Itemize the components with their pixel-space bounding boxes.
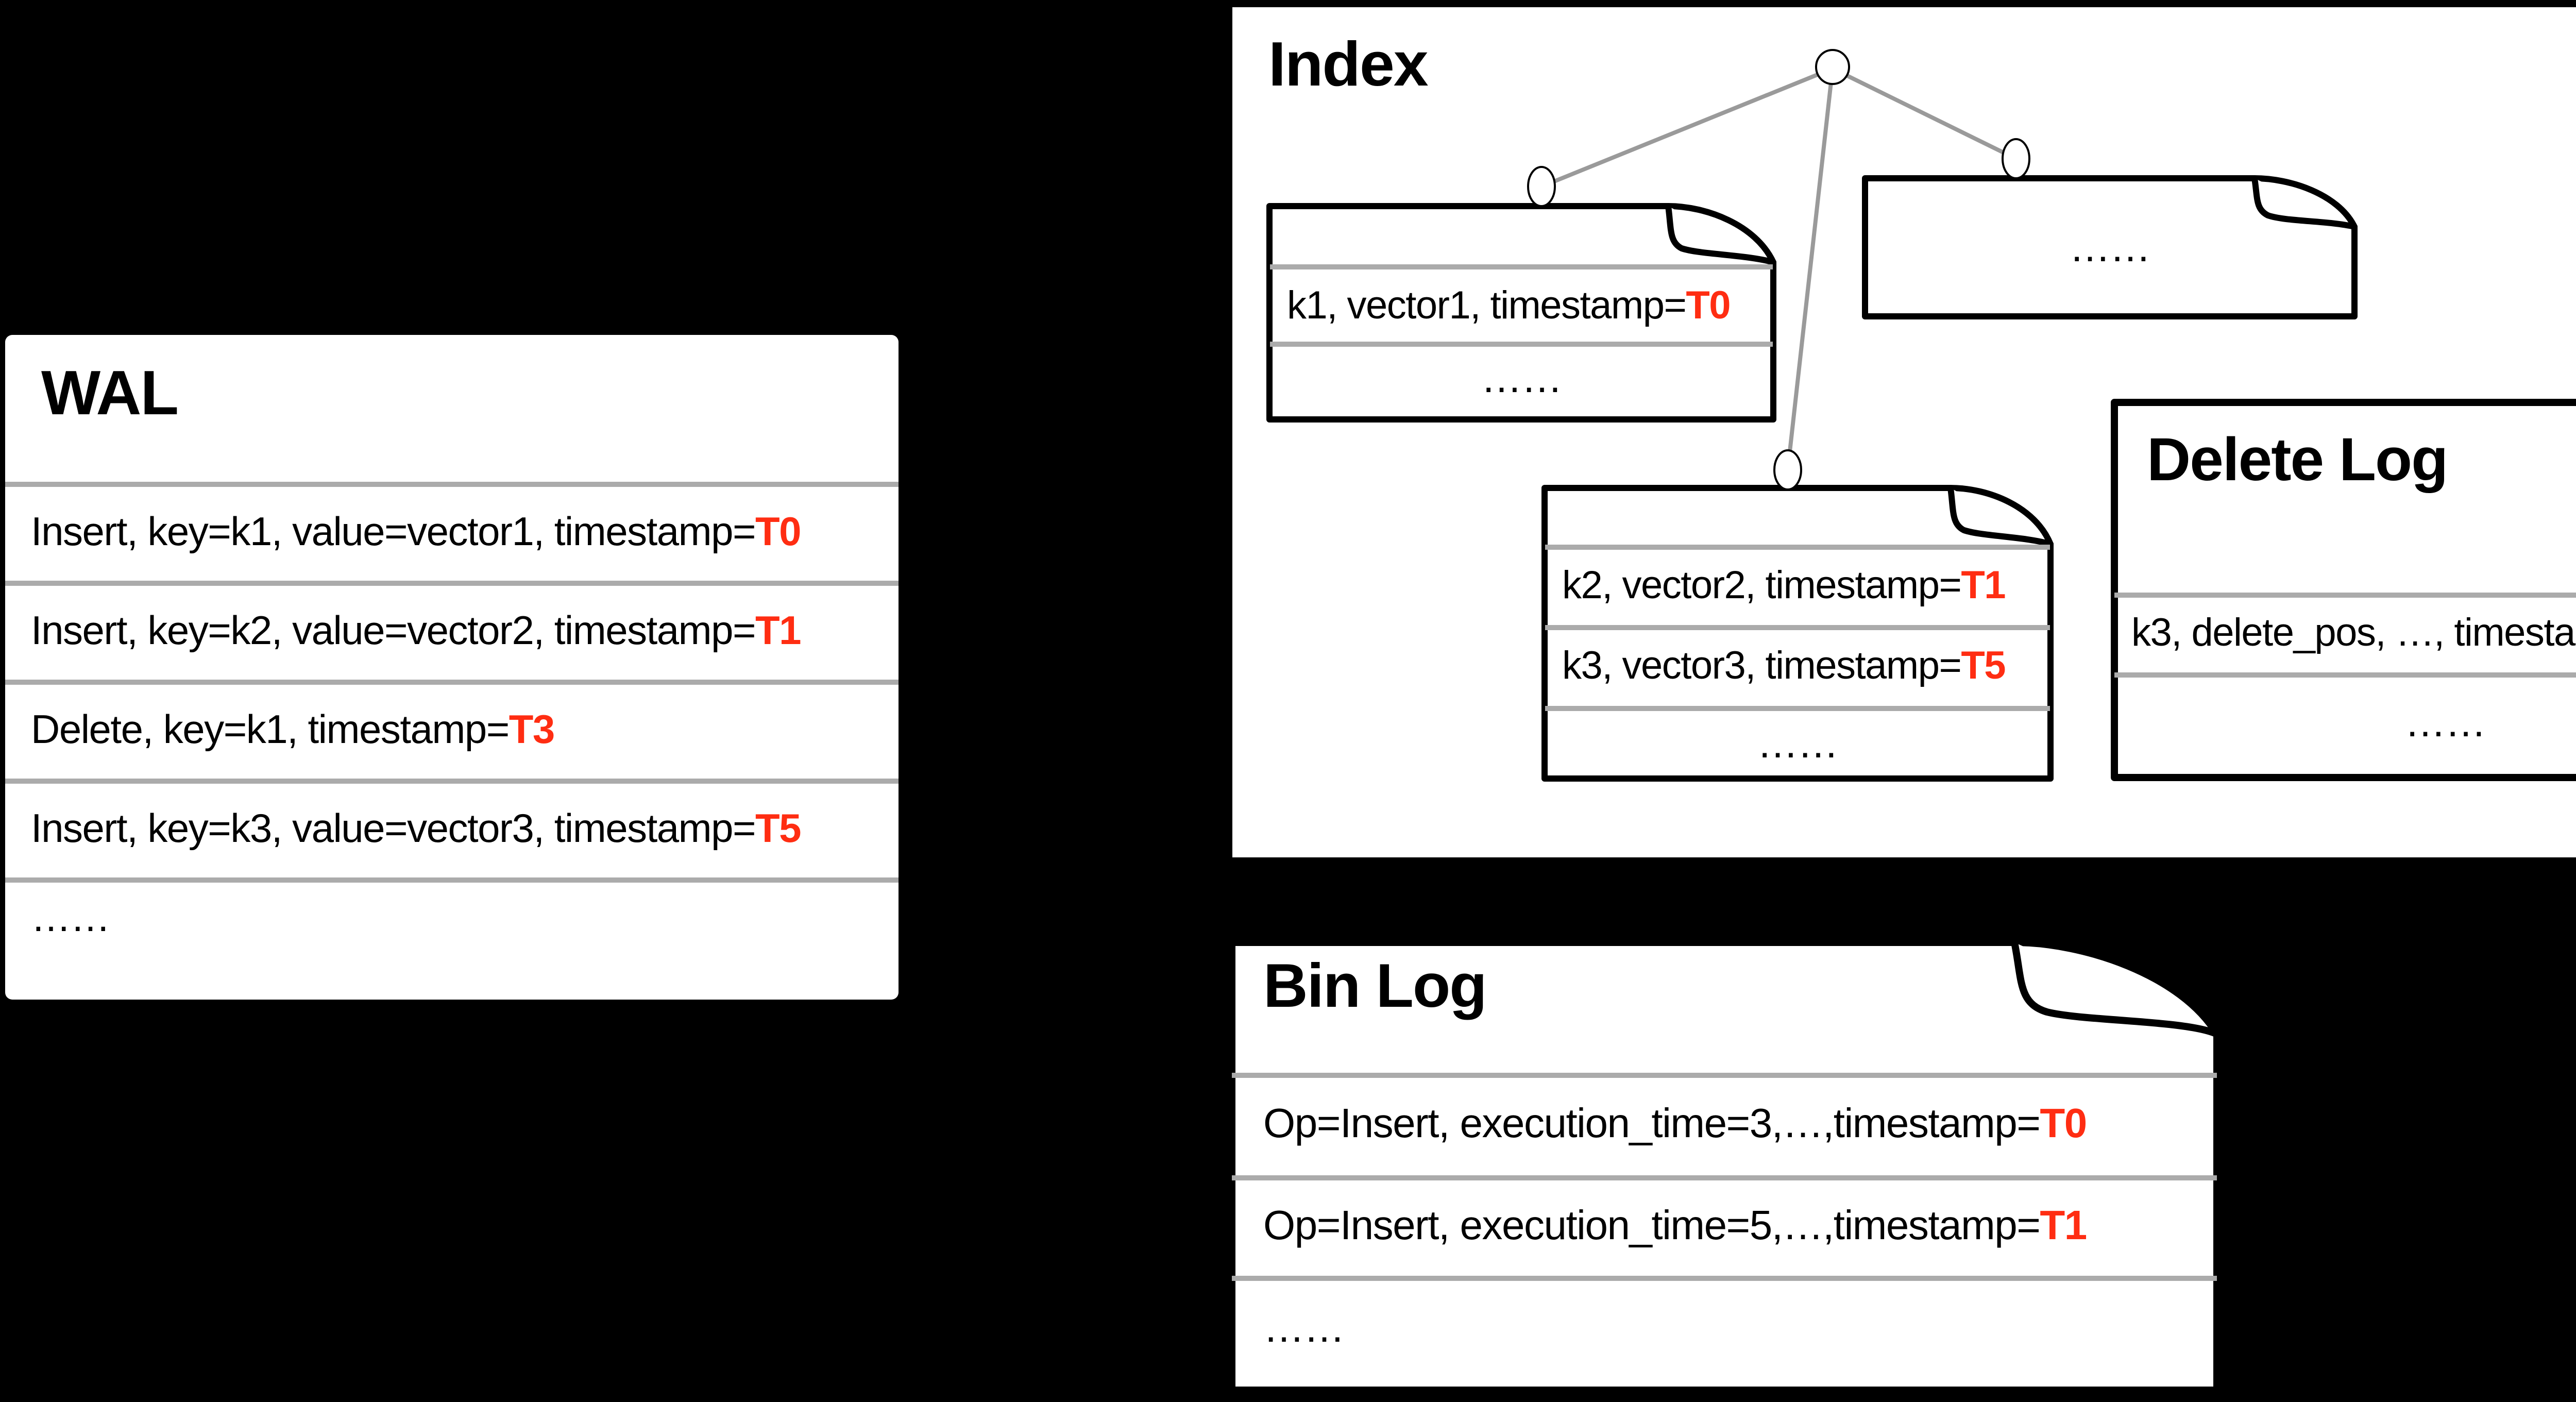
- wal-row-divider: [5, 877, 899, 883]
- timestamp-value: T3: [509, 706, 555, 752]
- doc-row-divider: [1232, 1175, 2217, 1180]
- timestamp-value: T5: [1961, 643, 2006, 687]
- doc-row-divider: [1232, 1276, 2217, 1281]
- index-panel-title: Index: [1268, 29, 1429, 99]
- index-segment-doc-k1: k1, vector1, timestamp=T0 ……: [1266, 203, 1776, 423]
- bin-log-entry: Op=Insert, execution_time=5,…,timestamp=…: [1263, 1184, 2213, 1266]
- doc-row-divider: [1270, 264, 1773, 269]
- timestamp-value: T0: [1686, 283, 1731, 327]
- wal-panel: WAL Insert, key=k1, value=vector1, times…: [5, 335, 899, 1000]
- bin-log-doc: Bin Log Op=Insert, execution_time=3,…,ti…: [1228, 939, 2221, 1394]
- delete-log-more-row: ……: [2114, 694, 2576, 751]
- wal-entry-text: Delete, key=k1, timestamp=: [31, 706, 510, 752]
- doc-row-divider: [2114, 593, 2576, 598]
- timestamp-value: T1: [2040, 1202, 2087, 1248]
- bin-entry-text: Op=Insert, execution_time=5,…,timestamp=: [1263, 1202, 2041, 1248]
- segment-entry: k3, vector3, timestamp=T5: [1562, 632, 2046, 699]
- segment-entry: k2, vector2, timestamp=T1: [1562, 551, 2046, 618]
- wal-panel-title: WAL: [41, 358, 179, 428]
- doc-row-divider: [2114, 672, 2576, 678]
- wal-log-entry: Insert, key=k2, value=vector2, timestamp…: [31, 584, 891, 677]
- doc-row-divider: [1545, 706, 2050, 711]
- wal-row-divider: [5, 680, 899, 685]
- ellipsis-text: ……: [2069, 224, 2151, 270]
- doc-row-divider: [1232, 1073, 2217, 1078]
- wal-more-row: ……: [31, 873, 891, 961]
- wal-row-divider: [5, 482, 899, 487]
- wal-log-entry: Delete, key=k1, timestamp=T3: [31, 683, 891, 775]
- timestamp-value: T5: [755, 805, 802, 851]
- delete-log-entry: k3, delete_pos, …, timestamp=T3: [2131, 599, 2576, 666]
- document-outline: [1266, 203, 1776, 423]
- timestamp-value: T1: [1961, 563, 2006, 607]
- delete-log-title: Delete Log: [2147, 426, 2448, 494]
- index-segment-doc-more: ……: [1862, 175, 2358, 319]
- wal-entry-text: Insert, key=k2, value=vector2, timestamp…: [31, 607, 756, 653]
- wal-row-divider: [5, 779, 899, 784]
- segment-entry-text: k2, vector2, timestamp=: [1562, 563, 1962, 607]
- ellipsis-text: ……: [1481, 355, 1563, 401]
- doc-row-divider: [1545, 545, 2050, 550]
- wal-entry-text: Insert, key=k1, value=vector1, timestamp…: [31, 508, 756, 554]
- delete-entry-text: k3, delete_pos, …, timestamp=: [2131, 610, 2576, 654]
- bin-log-title: Bin Log: [1263, 951, 1487, 1020]
- wal-log-entry: Insert, key=k3, value=vector3, timestamp…: [31, 782, 891, 874]
- ellipsis-text: ……: [31, 894, 111, 940]
- segment-entry-text: k1, vector1, timestamp=: [1287, 283, 1687, 327]
- ellipsis-text: ……: [1263, 1305, 1345, 1350]
- index-segment-doc-k2k3: k2, vector2, timestamp=T1 k3, vector3, t…: [1541, 485, 2054, 782]
- bin-log-entry: Op=Insert, execution_time=3,…,timestamp=…: [1263, 1082, 2213, 1164]
- timestamp-value: T0: [755, 508, 802, 554]
- ellipsis-text: ……: [2404, 699, 2487, 745]
- doc-row-divider: [1270, 342, 1773, 347]
- segment-more-row: ……: [1866, 219, 2354, 276]
- wal-entry-text: Insert, key=k3, value=vector3, timestamp…: [31, 805, 756, 851]
- bin-log-more-row: ……: [1263, 1299, 2213, 1356]
- timestamp-value: T1: [755, 607, 802, 653]
- wal-log-entry: Insert, key=k1, value=vector1, timestamp…: [31, 485, 891, 578]
- delete-log-doc: Delete Log k3, delete_pos, …, timestamp=…: [2111, 399, 2576, 781]
- segment-more-row: ……: [1545, 715, 2050, 772]
- doc-row-divider: [1545, 625, 2050, 630]
- segment-entry: k1, vector1, timestamp=T0: [1287, 272, 1769, 339]
- document-outline: [1862, 175, 2358, 319]
- segment-more-row: ……: [1270, 350, 1773, 407]
- wal-row-divider: [5, 581, 899, 586]
- segment-entry-text: k3, vector3, timestamp=: [1562, 643, 1962, 687]
- document-outline: [2111, 399, 2576, 781]
- timestamp-value: T0: [2040, 1100, 2087, 1146]
- bin-entry-text: Op=Insert, execution_time=3,…,timestamp=: [1263, 1100, 2041, 1146]
- ellipsis-text: ……: [1757, 720, 1839, 766]
